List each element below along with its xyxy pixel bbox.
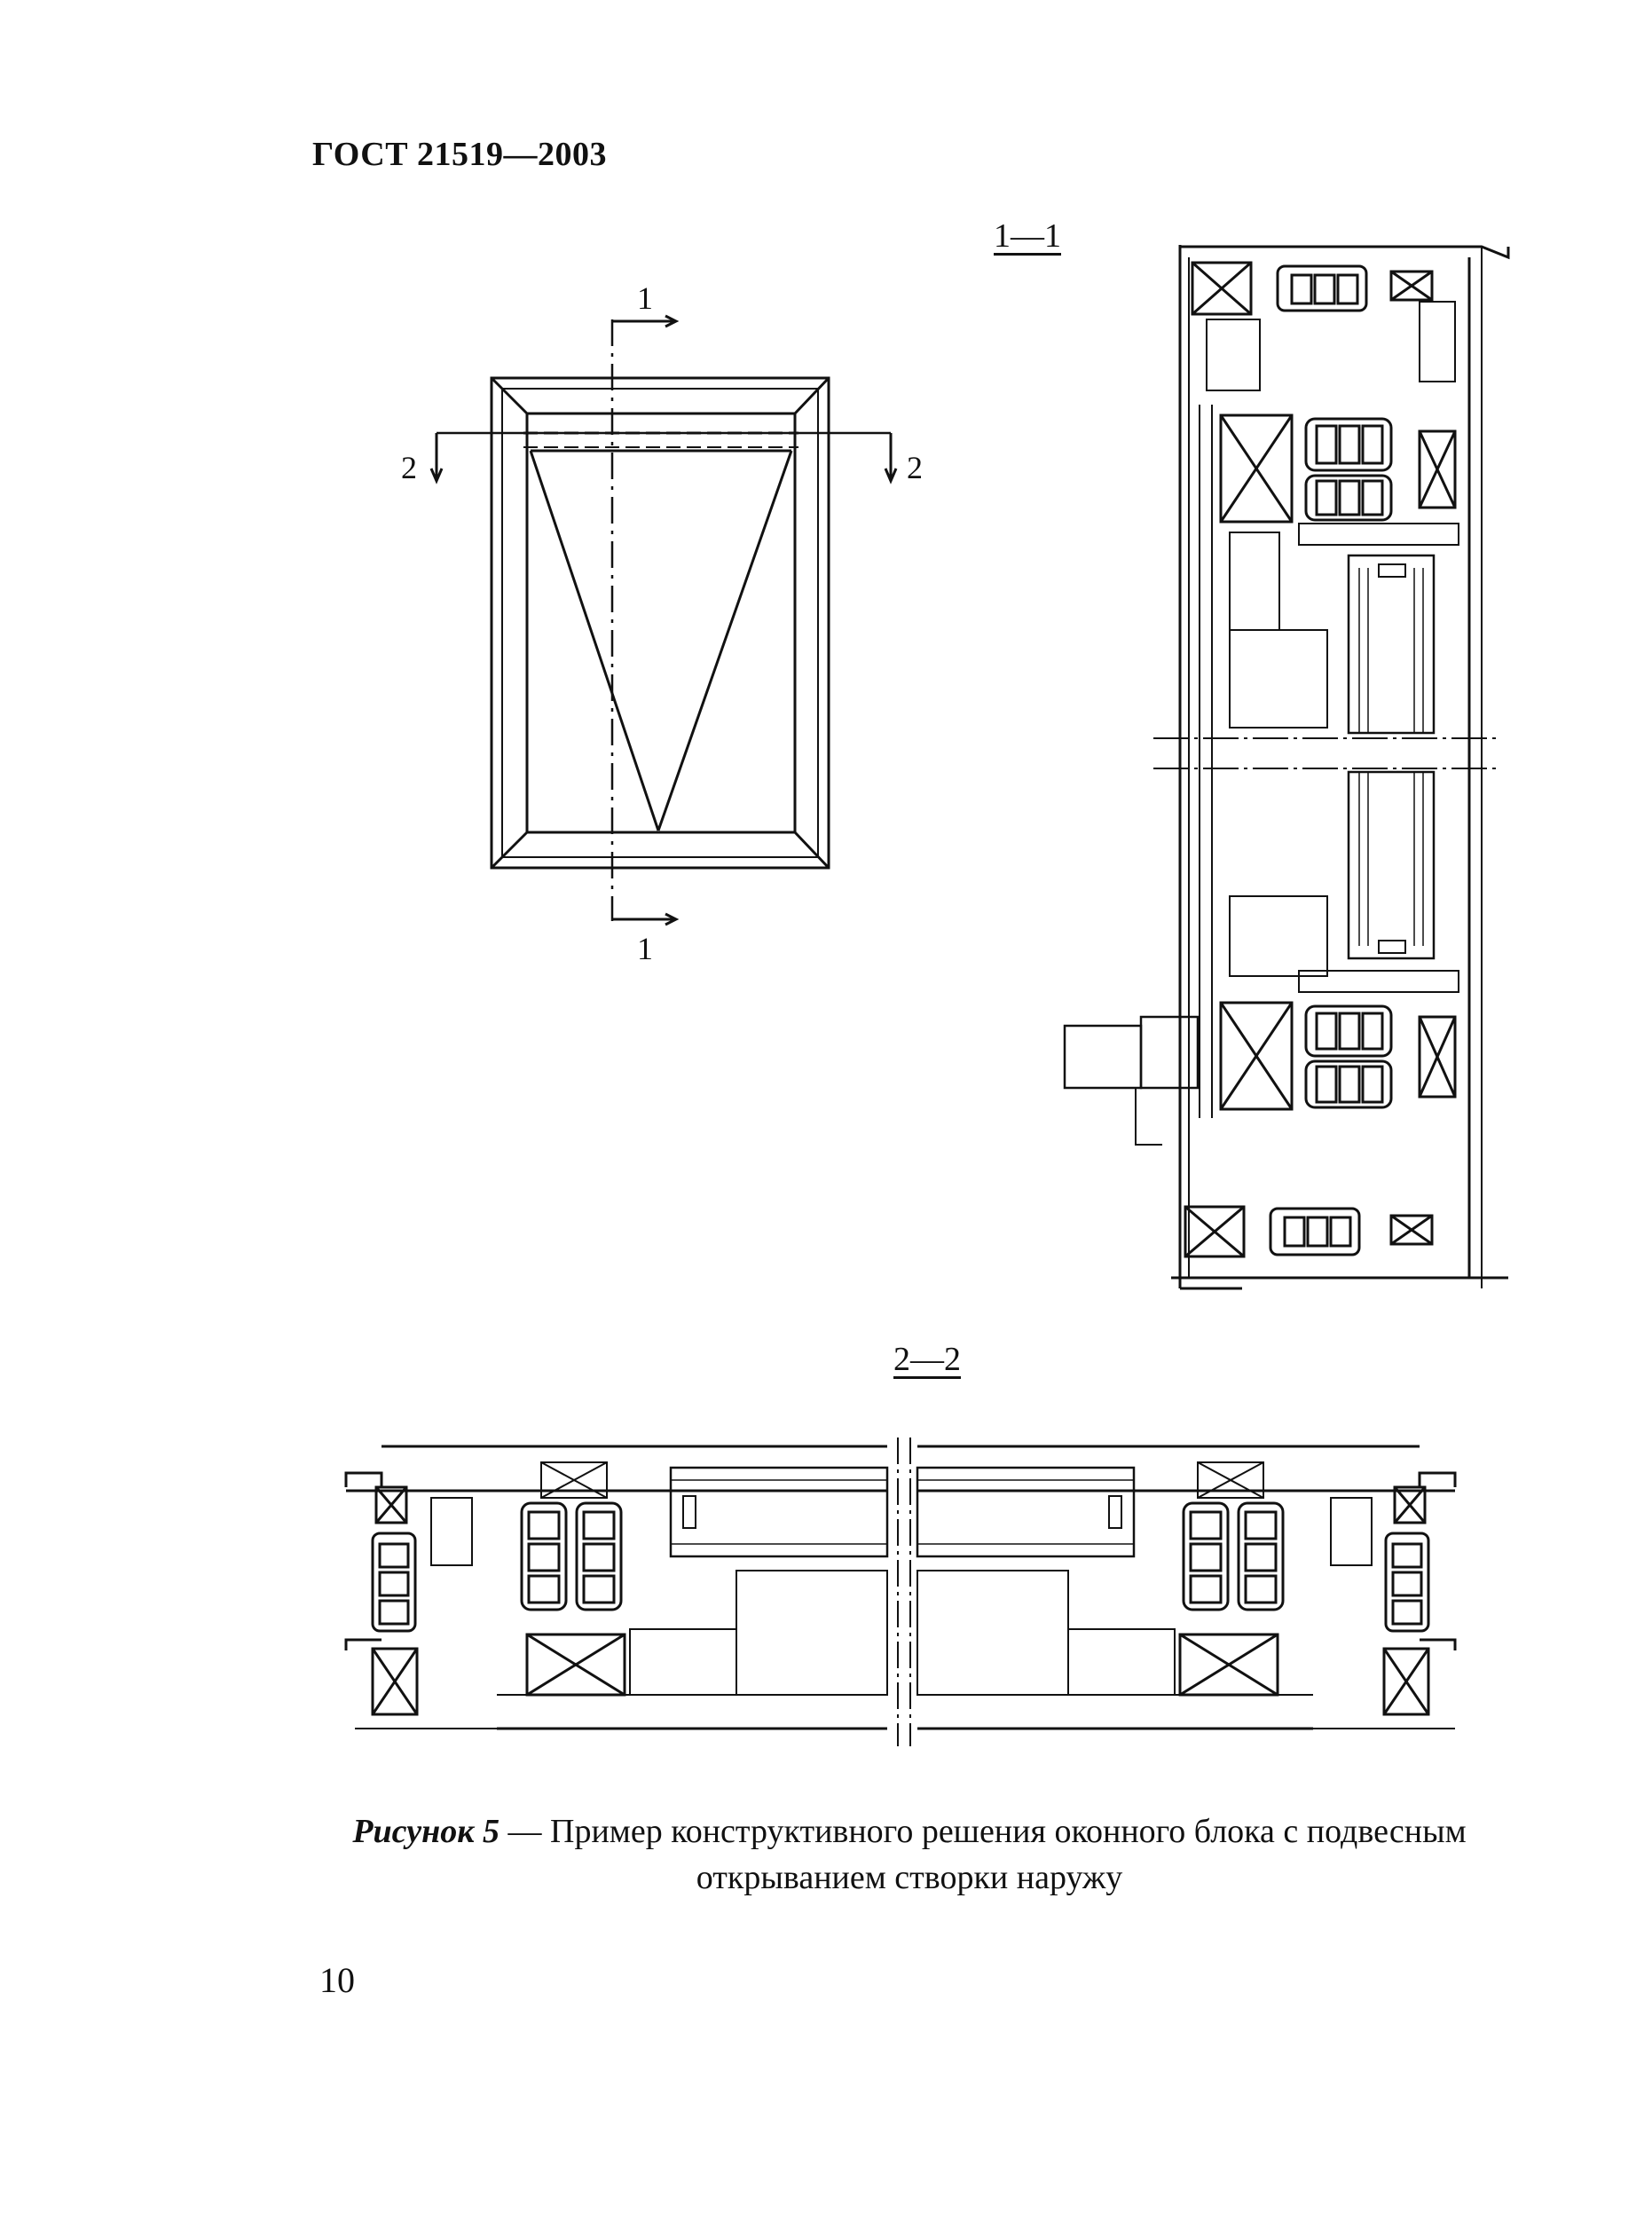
caption-text: Пример конструктивного решения оконного … xyxy=(550,1813,1467,1896)
cut-mark-1-top: 1 xyxy=(637,280,653,316)
cut-mark-2-left: 2 xyxy=(401,450,417,485)
caption-dash: — xyxy=(500,1813,550,1850)
page-number: 10 xyxy=(319,1960,355,2000)
cut-mark-2-right: 2 xyxy=(907,450,923,485)
cut-mark-1-bottom: 1 xyxy=(637,931,653,966)
section-1-1-drawing xyxy=(1063,245,1510,1290)
section-2-2-label: 2—2 xyxy=(893,1341,961,1378)
section-line-2-2 xyxy=(429,431,898,484)
figure-number: Рисунок 5 xyxy=(352,1813,500,1850)
section-line-1-1 xyxy=(610,314,680,926)
section-2-2-drawing xyxy=(344,1437,1457,1746)
page-header: ГОСТ 21519—2003 xyxy=(312,136,608,173)
figure-caption: Рисунок 5 — Пример конструктивного решен… xyxy=(284,1808,1535,1901)
section-1-1-label: 1—1 xyxy=(994,217,1061,255)
window-elevation-view xyxy=(490,376,830,870)
